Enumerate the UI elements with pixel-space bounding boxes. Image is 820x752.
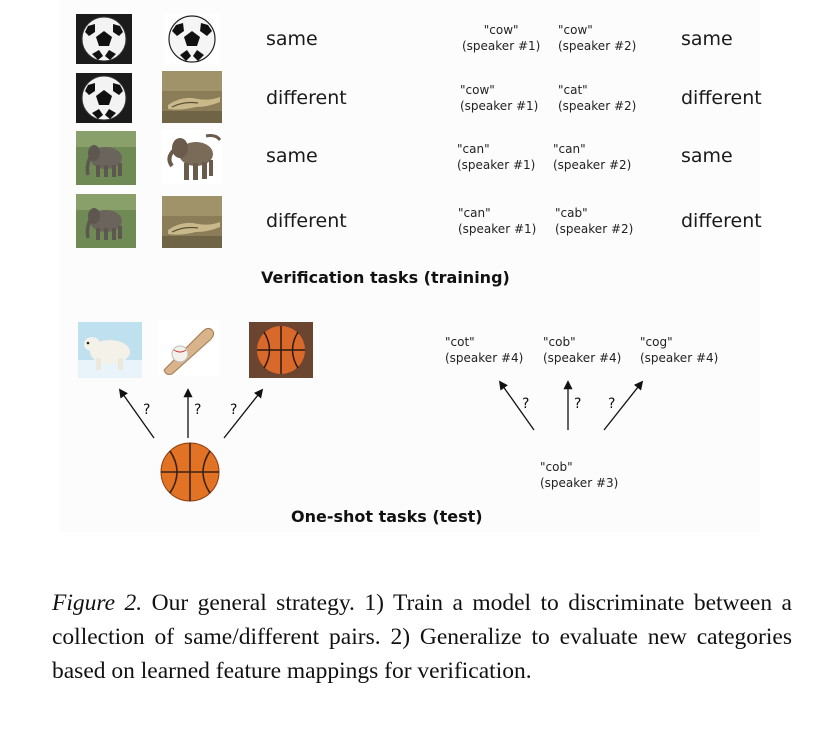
audio-word: "cot": [445, 335, 475, 349]
question-mark: ?: [608, 396, 616, 412]
speaker-id: (speaker #1): [460, 99, 539, 113]
figure-caption: Figure 2. Our general strategy. 1) Train…: [52, 586, 792, 688]
query-audio: "cob" (speaker #3): [540, 459, 618, 491]
arrow-icon: [118, 388, 155, 439]
basketball-image: [249, 322, 313, 378]
caption-text: Our general strategy. 1) Train a model t…: [52, 590, 792, 684]
image-pair-label: different: [266, 87, 347, 109]
audio-sample-a: "cow" (speaker #1): [462, 22, 540, 54]
speaker-id: (speaker #2): [558, 39, 637, 53]
audio-word: "can": [458, 206, 491, 220]
question-mark: ?: [230, 402, 238, 418]
audio-sample-b: "cab" (speaker #2): [555, 205, 633, 237]
audio-sample-b: "can" (speaker #2): [553, 141, 631, 173]
crocodile-image: [162, 71, 222, 123]
candidate-audio: "cot" (speaker #4): [445, 334, 523, 366]
audio-arrows: [498, 380, 644, 431]
speaker-id: (speaker #4): [543, 351, 622, 365]
audio-pair-label: same: [681, 145, 733, 167]
question-mark: ?: [522, 396, 530, 412]
arrow-icon: [223, 388, 264, 439]
speaker-id: (speaker #1): [458, 222, 537, 236]
speaker-id: (speaker #2): [555, 222, 634, 236]
elephant-image: [76, 131, 136, 185]
image-pair-label: same: [266, 28, 318, 50]
audio-sample-a: "cow" (speaker #1): [460, 82, 538, 114]
audio-word: "cob": [540, 460, 573, 474]
question-mark: ?: [143, 402, 151, 418]
question-mark: ?: [194, 402, 202, 418]
audio-pair-label: same: [681, 28, 733, 50]
audio-word: "cat": [558, 83, 588, 97]
question-mark: ?: [574, 396, 582, 412]
speaker-id: (speaker #4): [445, 351, 524, 365]
image-pair-label: different: [266, 210, 347, 232]
audio-word: "cow": [558, 23, 593, 37]
audio-sample-b: "cat" (speaker #2): [558, 82, 636, 114]
audio-pair-label: different: [681, 210, 762, 232]
audio-word: "cow": [460, 83, 495, 97]
elephant-image: [76, 194, 136, 248]
oneshot-heading: One-shot tasks (test): [291, 507, 483, 526]
polar-bear-image: [78, 322, 142, 378]
speaker-id: (speaker #1): [462, 39, 541, 53]
image-arrows: [118, 388, 264, 439]
speaker-id: (speaker #3): [540, 476, 619, 490]
audio-pair-label: different: [681, 87, 762, 109]
audio-word: "can": [553, 142, 586, 156]
speaker-id: (speaker #1): [457, 158, 536, 172]
audio-word: "cog": [640, 335, 673, 349]
soccer-ball-image: [76, 14, 132, 64]
figure-label: Figure 2.: [52, 590, 143, 616]
baseball-bat-image: [158, 320, 220, 376]
soccer-ball-image: [76, 73, 132, 123]
query-basketball-image: [158, 440, 222, 504]
audio-sample-b: "cow" (speaker #2): [558, 22, 636, 54]
crocodile-image: [162, 196, 222, 248]
audio-word: "cow": [483, 23, 519, 37]
audio-sample-a: "can" (speaker #1): [457, 141, 535, 173]
speaker-id: (speaker #4): [640, 351, 719, 365]
audio-word: "cab": [555, 206, 588, 220]
audio-word: "cob": [543, 335, 576, 349]
verification-heading: Verification tasks (training): [261, 268, 510, 287]
audio-word: "can": [457, 142, 490, 156]
speaker-id: (speaker #2): [553, 158, 632, 172]
candidate-audio: "cog" (speaker #4): [640, 334, 718, 366]
arrow-icon: [603, 380, 644, 431]
audio-sample-a: "can" (speaker #1): [458, 205, 536, 237]
arrow-icon: [498, 380, 535, 431]
elephant-image: [162, 130, 222, 184]
image-pair-label: same: [266, 145, 318, 167]
soccer-ball-image: [164, 12, 220, 66]
speaker-id: (speaker #2): [558, 99, 637, 113]
candidate-audio: "cob" (speaker #4): [543, 334, 621, 366]
